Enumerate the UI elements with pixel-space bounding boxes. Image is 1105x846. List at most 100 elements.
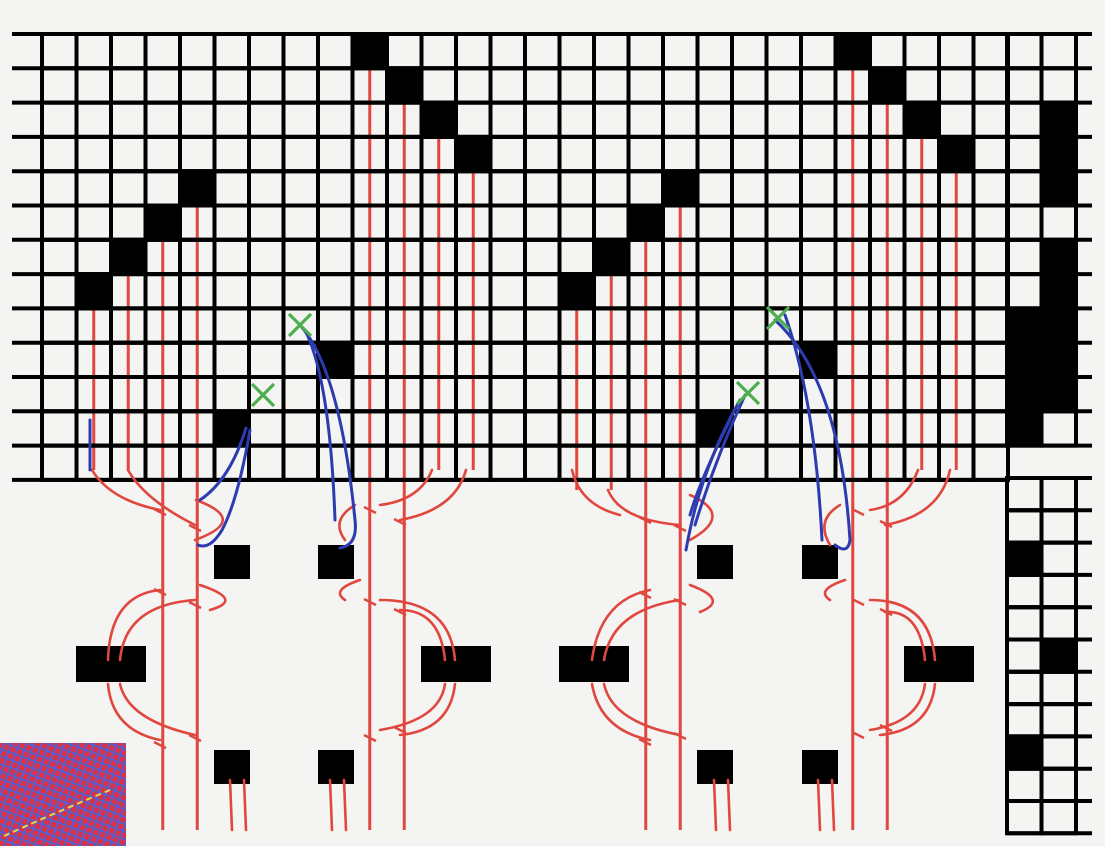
thread-arc [378,598,457,662]
fabric-swatch [0,743,126,846]
thread-dash [638,590,652,600]
thread-arc [602,598,682,662]
thread-dash [363,733,377,743]
filled-cell [387,68,422,103]
thread-arc [823,578,847,602]
cross-stroke [765,305,791,331]
thread-arc [338,578,362,602]
thread-dash [363,597,377,607]
crossing-thread [198,426,248,502]
heddle-block [802,545,838,579]
filled-cell [1041,239,1076,275]
thread-dash [879,607,893,617]
filled-cell [1007,308,1042,343]
heddle-block [802,750,838,784]
thread-dash [153,507,167,517]
filled-cell [835,34,870,69]
filled-cell [76,274,111,309]
thread-dash [673,523,687,533]
thread-dash [188,733,202,743]
thread-arc [816,778,822,832]
shaft-bar [904,646,974,682]
thread-arc [106,588,162,662]
thread-dash [153,587,167,597]
thread-dash [851,507,865,517]
thread-dash [153,740,167,750]
thread-dash [393,725,407,735]
thread-dash [673,597,687,607]
thread-arc [712,778,718,832]
thread-arc [342,778,348,832]
filled-cell [1007,736,1042,769]
filled-cell [1041,342,1076,377]
crossing-thread [196,428,252,548]
thread-arc [338,503,357,542]
thread-dash [638,737,652,747]
thread-arc [883,610,927,662]
heddle-block [318,545,354,579]
cross-mark-icon [735,380,761,406]
thread-arc [830,778,836,832]
filled-cell [111,239,146,275]
cross-mark-icon [287,312,313,338]
crossing-thread [298,323,357,550]
filled-cell [1041,639,1076,672]
filled-cell [1041,377,1076,412]
thread-arc [570,468,622,517]
thread-arc [126,468,197,527]
thread-dash [393,607,407,617]
filled-cell [870,68,905,103]
filled-cell [318,342,353,377]
main-draft-grid [12,32,1010,482]
shaft-bar [421,646,491,682]
thread-arc [602,682,682,737]
heddle-block [697,750,733,784]
thread-arc [118,598,197,662]
cross-marks [250,305,791,408]
thread-arc [883,468,952,527]
filled-cell [594,239,629,275]
thread-dash [879,723,893,733]
heddle-block [214,545,250,579]
filled-cell [214,411,249,446]
thread-arc [378,468,434,507]
thread-arc [398,608,447,662]
filled-cell [1007,377,1042,412]
cross-mark-icon [765,305,791,331]
cross-stroke [287,312,313,338]
filled-cell [1041,308,1076,343]
thread-arc [328,778,334,832]
interlacement-area [76,313,974,832]
thread-arc [198,583,227,612]
filled-cell [1007,411,1042,446]
filled-cell [1007,342,1042,377]
thread-dash [879,519,893,529]
filled-cell [939,136,974,172]
thread-dash [851,730,865,740]
filled-cell [352,34,387,69]
thread-arc [90,468,162,512]
thread-dash [188,600,202,610]
thread-dash [393,517,407,527]
thread-dash [673,731,687,741]
right-top-grid [1005,32,1092,448]
right-bottom-grid [1005,476,1092,836]
thread-arc [688,583,714,614]
thread-arc [590,682,652,742]
thread-arc [118,682,197,737]
filled-cell [628,205,663,240]
heddle-block [697,545,733,579]
thread-arc [606,488,682,527]
thread-arc [726,778,732,832]
thread-arc [378,682,447,732]
thread-arc [193,498,225,542]
thread-dash [638,515,652,525]
filled-cell [456,136,491,172]
thread-arc [398,682,457,737]
thread-arc [868,468,920,512]
crossing-thread [693,393,747,527]
crossing-thread [783,313,824,542]
filled-cell [1007,542,1042,575]
swatch-highlight [3,789,111,837]
filled-cell [1041,274,1076,309]
